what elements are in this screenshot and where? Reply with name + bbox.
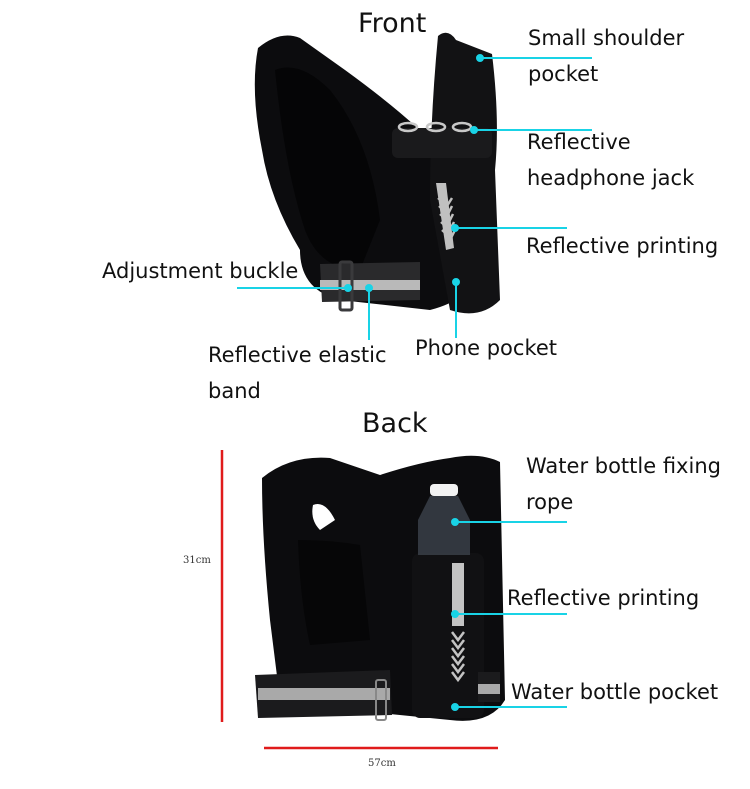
- label-water-bottle-fixing-rope: Water bottle fixing rope: [526, 454, 721, 514]
- dimension-width: 57cm: [368, 758, 396, 769]
- callout-lines: [237, 54, 592, 711]
- label-reflective-elastic-band: Reflective elastic band: [208, 343, 387, 403]
- label-back-reflective-printing: Reflective printing: [507, 586, 700, 610]
- front-title: Front: [358, 8, 427, 39]
- label-adjustment-buckle: Adjustment buckle: [102, 259, 299, 283]
- label-water-bottle-pocket: Water bottle pocket: [511, 680, 719, 704]
- back-vest-image: [255, 455, 505, 721]
- label-small-shoulder-pocket: Small shoulder pocket: [528, 26, 685, 86]
- dimension-height: 31cm: [183, 555, 211, 566]
- back-title: Back: [362, 408, 428, 439]
- label-reflective-headphone-jack: Reflective headphone jack: [527, 130, 695, 190]
- label-phone-pocket: Phone pocket: [415, 336, 558, 360]
- dimension-lines: [220, 450, 498, 750]
- label-front-reflective-printing: Reflective printing: [526, 234, 719, 258]
